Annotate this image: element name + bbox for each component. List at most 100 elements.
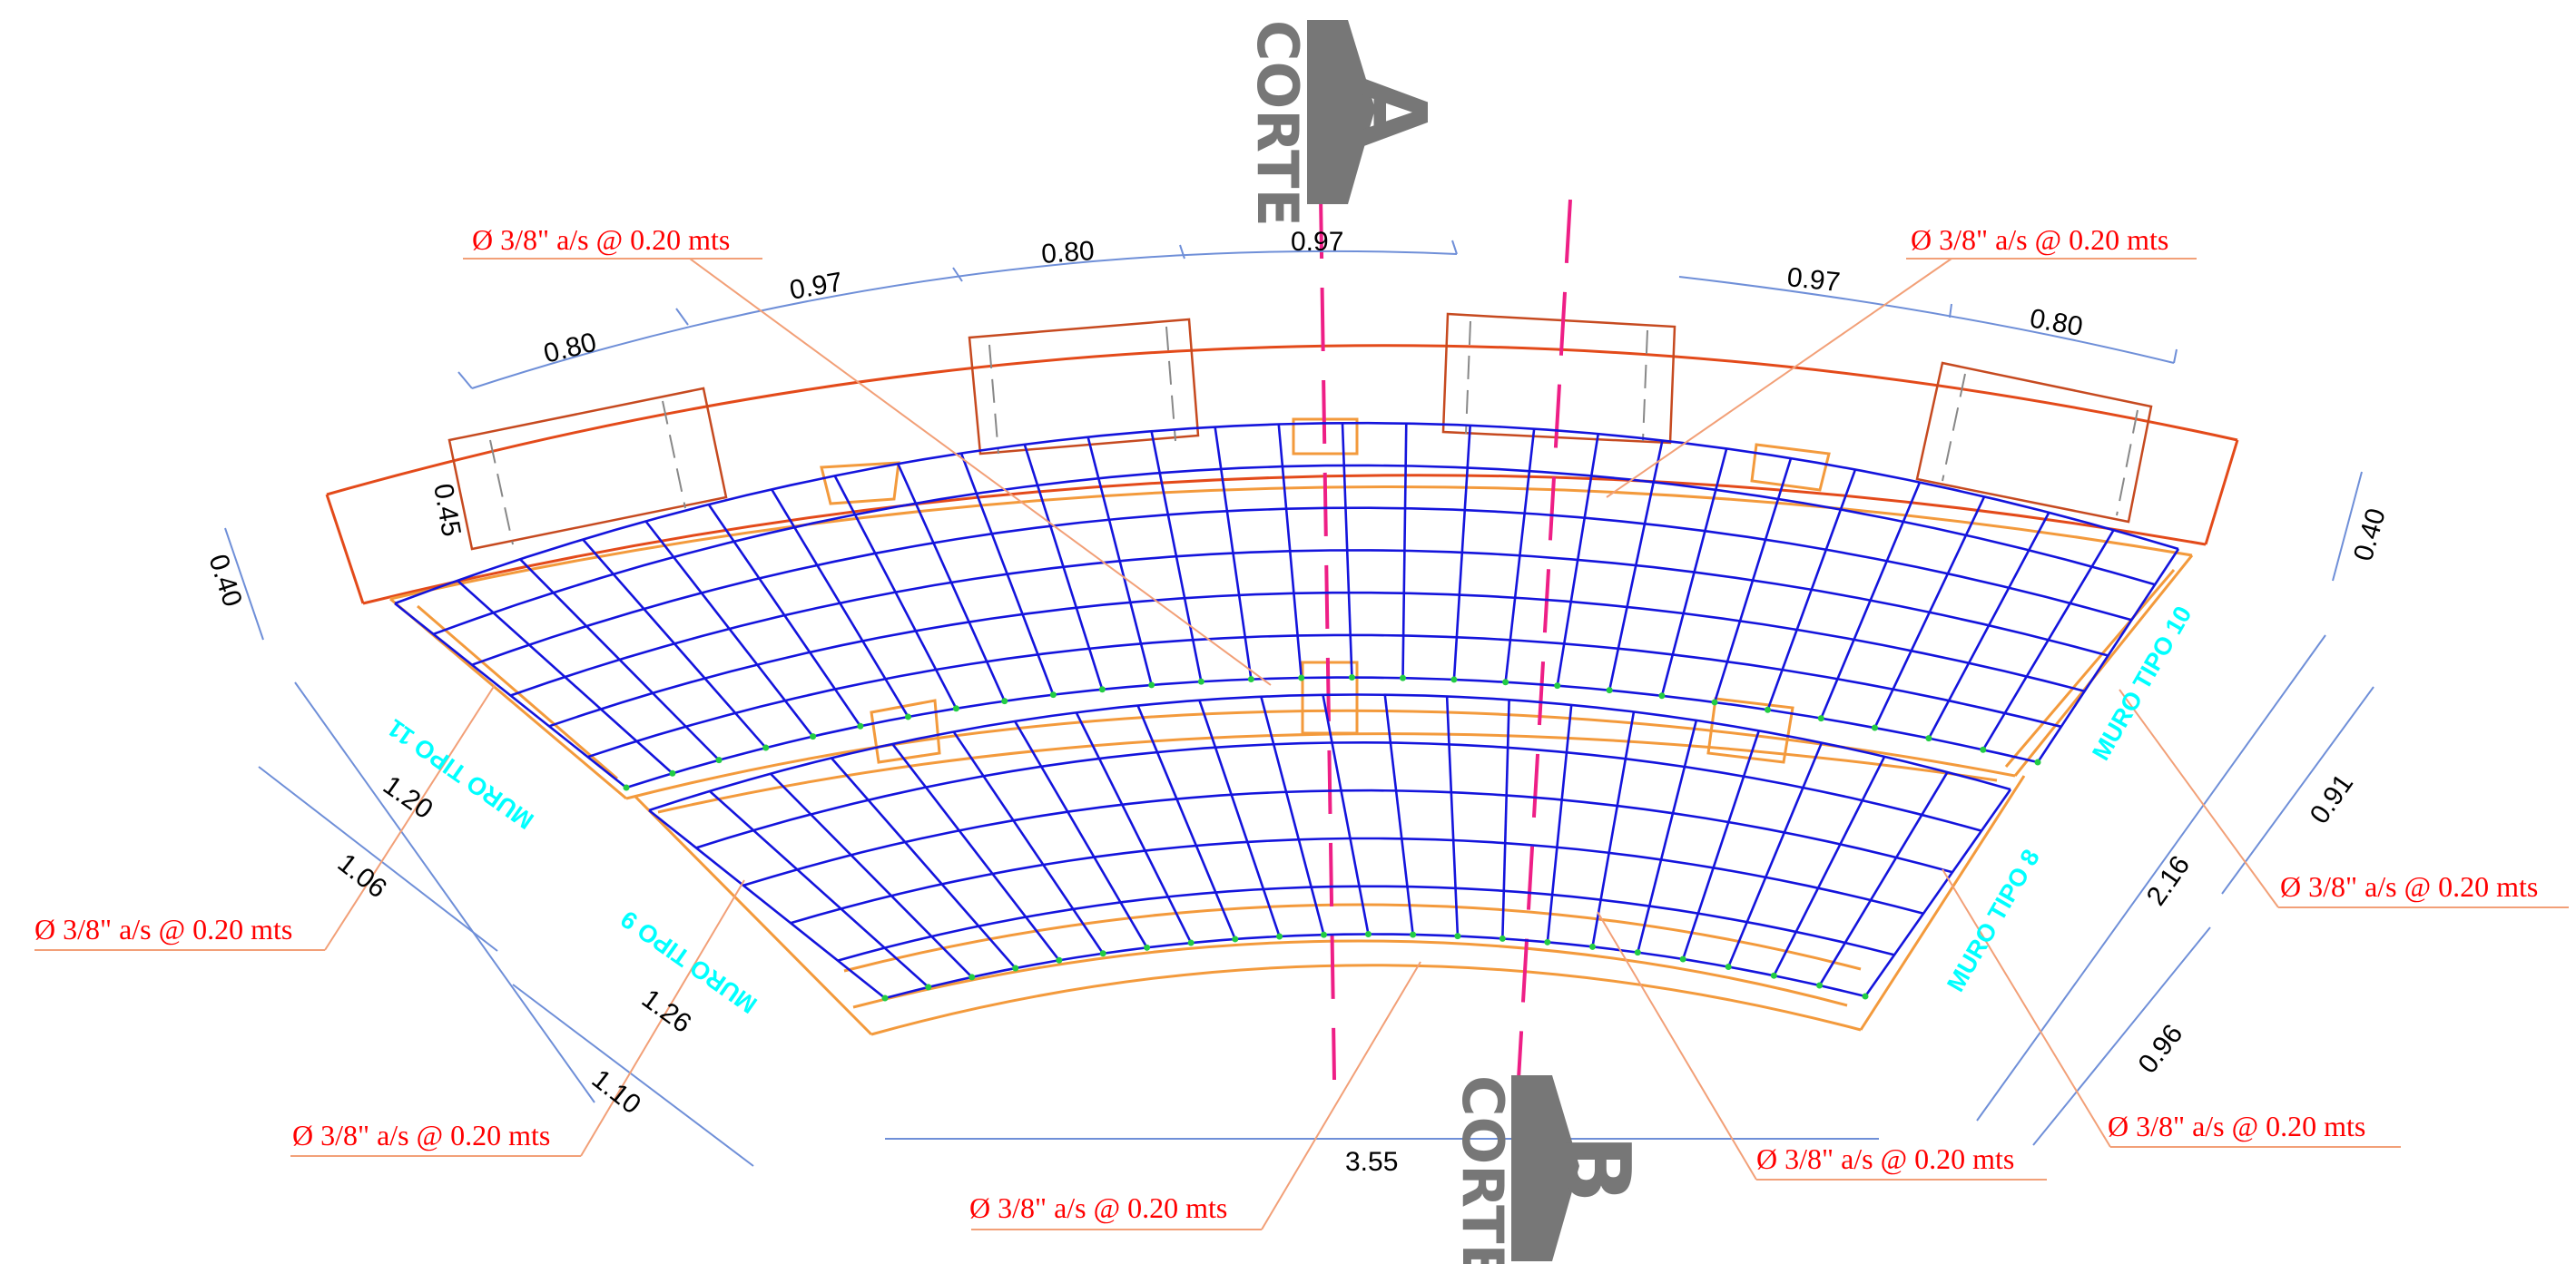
section-a-letter: A xyxy=(1340,77,1446,147)
rebar-node xyxy=(1871,724,1878,731)
rebar-radial-bar xyxy=(1766,468,1857,710)
rebar-node xyxy=(1925,735,1932,742)
rebar-node xyxy=(1320,931,1327,938)
rebar-node xyxy=(1770,972,1777,979)
rebar-node xyxy=(1012,965,1019,972)
rebar-node xyxy=(1099,950,1106,957)
rebar-node xyxy=(1499,935,1506,942)
rebar-radial-bar xyxy=(769,772,973,978)
rebar-arc-bar xyxy=(695,740,1982,849)
wall-label-tipo-8: MURO TIPO 8 xyxy=(1942,845,2045,996)
rebar-node xyxy=(1502,679,1509,686)
rebar-radial-bar xyxy=(1726,742,1824,968)
rebar-node xyxy=(1298,674,1305,681)
rebar-radial-bar xyxy=(394,602,627,789)
rebar-radial-bar xyxy=(1501,700,1510,939)
column-pads xyxy=(447,312,2153,551)
section-marker-b: CORTE B xyxy=(1450,1075,1650,1264)
rebar-node xyxy=(968,974,976,981)
rebar-radial-bar xyxy=(1086,436,1153,686)
rebar-radial-bar xyxy=(1608,440,1664,691)
rebar-radial-bar xyxy=(1981,529,2115,750)
rebar-radial-bar xyxy=(1214,426,1253,680)
wall-label-tipo-11: MURO TIPO 11 xyxy=(382,714,538,835)
note-bottom-center: Ø 3/8" a/s @ 0.20 mts xyxy=(969,1191,1227,1224)
rebar-node xyxy=(1554,682,1561,690)
rebar-radial-bar xyxy=(1873,495,1986,729)
rebar-arc-bar xyxy=(510,549,2109,697)
rebar-node xyxy=(1001,698,1008,705)
rebar-node xyxy=(857,722,864,730)
rebar-node xyxy=(1544,938,1551,946)
rebar-node xyxy=(1634,949,1641,956)
section-b-letter: B xyxy=(1544,1134,1650,1203)
rebar-node xyxy=(1232,936,1239,943)
note-top-right: Ø 3/8" a/s @ 0.20 mts xyxy=(1911,223,2168,256)
dim-right-216: 2.16 xyxy=(2141,850,2197,911)
rebar-radial-bar xyxy=(959,453,1055,696)
rebar-nodes xyxy=(623,674,2041,1002)
dim-right-096: 0.96 xyxy=(2133,1019,2189,1079)
dim-left-126: 1.26 xyxy=(636,984,697,1039)
section-cut-lines xyxy=(1319,194,1572,1126)
rebar-radial-bar xyxy=(707,504,861,727)
note-right-mid: Ø 3/8" a/s @ 0.20 mts xyxy=(2280,870,2538,903)
rebar-node xyxy=(1658,692,1666,700)
rebar-radial-bar xyxy=(519,558,721,761)
rebar-node xyxy=(1862,993,1869,1000)
rebar-radial-bar xyxy=(1773,756,1886,976)
rebar-node xyxy=(1049,691,1057,699)
rebar-node xyxy=(1144,944,1151,951)
rebar-radial-bar xyxy=(1445,696,1460,936)
rebar-node xyxy=(1276,933,1283,940)
rebar-radial-bar xyxy=(891,743,1060,962)
dimension-lines xyxy=(224,240,2374,1167)
rebar-radial-bar xyxy=(1713,457,1793,703)
rebar-arc-bar xyxy=(790,837,1924,925)
rebar-radial-bar xyxy=(1136,704,1236,940)
rebar-radial-bar xyxy=(1818,771,1949,986)
dim-right-040: 0.40 xyxy=(2348,505,2392,564)
rebar-radial-bar xyxy=(582,538,767,749)
dim-left-040: 0.40 xyxy=(202,551,247,611)
rebar-radial-bar xyxy=(1341,423,1353,678)
rebar-node xyxy=(1606,687,1613,694)
note-left-mid: Ø 3/8" a/s @ 0.20 mts xyxy=(34,913,292,946)
wall-label-tipo-9: MURO TIPO 9 xyxy=(615,905,762,1018)
rebar-node xyxy=(623,784,630,791)
rebar-radial-bar xyxy=(1927,512,2050,740)
rebar-radial-bar xyxy=(648,808,886,1000)
rebar-radial-bar xyxy=(1198,700,1281,937)
dim-top-097-mid: 0.97 xyxy=(1291,227,1343,257)
dim-left-106: 1.06 xyxy=(332,848,392,905)
dim-bottom-355: 3.55 xyxy=(1345,1147,1398,1177)
rebar-radial-bar xyxy=(1383,694,1414,936)
rebar-node xyxy=(1056,956,1063,964)
rebar-node xyxy=(925,984,932,991)
section-b-word: CORTE xyxy=(1450,1075,1516,1264)
rebar-node xyxy=(1450,676,1458,683)
rebar-radial-bar xyxy=(1023,444,1104,691)
dim-left-110: 1.10 xyxy=(586,1064,646,1121)
dim-top-097-left: 0.97 xyxy=(787,267,844,306)
rebar-node xyxy=(715,757,723,764)
rebar-radial-bar xyxy=(1556,433,1600,686)
rebar-node xyxy=(669,769,676,777)
rebar-radial-bar xyxy=(1504,428,1536,682)
rebar-radial-bar xyxy=(709,789,929,988)
rebar-node xyxy=(1348,674,1355,681)
dim-top-080-left: 0.80 xyxy=(541,328,600,369)
rebar-grid-upper xyxy=(394,421,2180,789)
rebar-radial-bar xyxy=(1546,704,1573,943)
note-right-bottom: Ø 3/8" a/s @ 0.20 mts xyxy=(2108,1110,2365,1142)
rebar-node xyxy=(1816,982,1824,989)
rebar-radial-bar xyxy=(897,463,1006,702)
rebar-radial-bar xyxy=(1014,720,1148,948)
rebar-notes: Ø 3/8" a/s @ 0.20 mts Ø 3/8" a/s @ 0.20 … xyxy=(34,223,2538,1224)
rebar-radial-bar xyxy=(457,579,673,775)
rebar-radial-bar xyxy=(1277,424,1303,679)
rebar-radial-bar xyxy=(2036,548,2180,763)
dim-top-080-mid: 0.80 xyxy=(1040,236,1096,269)
wall-label-tipo-10: MURO TIPO 10 xyxy=(2087,602,2197,765)
